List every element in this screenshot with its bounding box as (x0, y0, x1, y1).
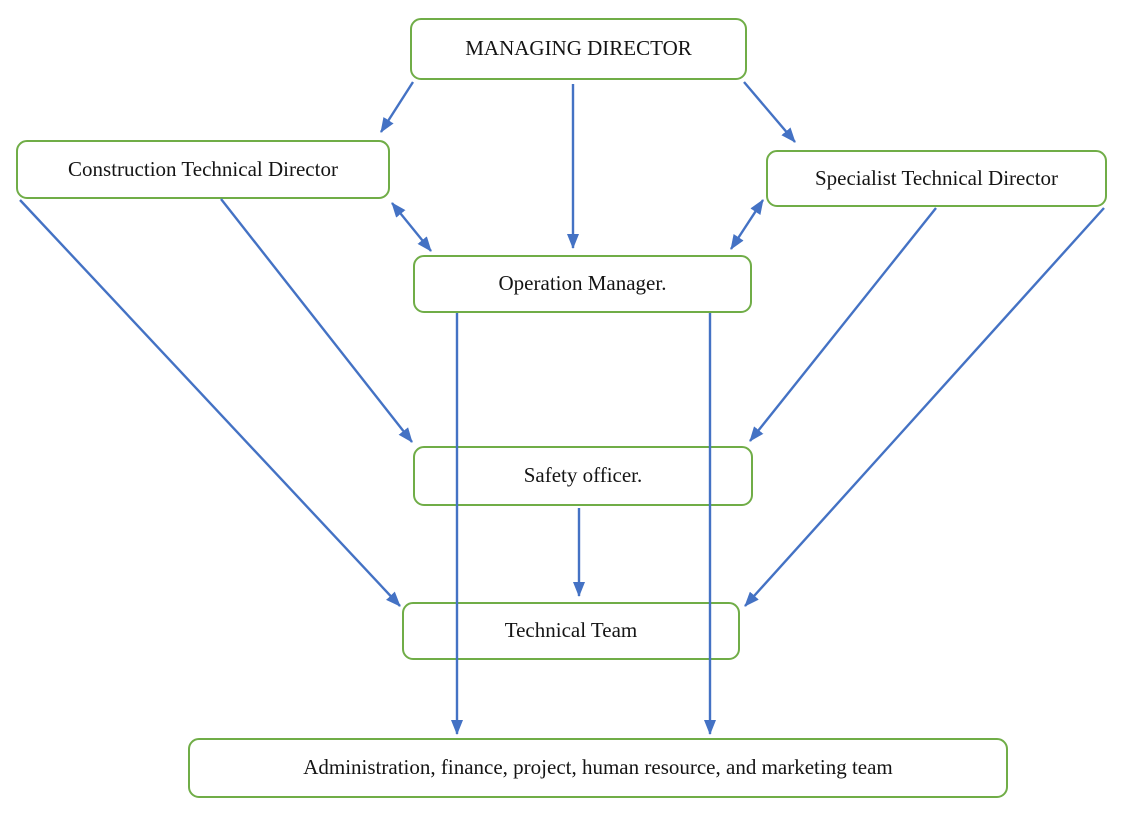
connector-md-to-std (743, 81, 796, 143)
node-safety-officer: Safety officer. (413, 446, 753, 506)
connector-ctd-to-safety (220, 198, 413, 443)
node-managing-director-label: MANAGING DIRECTOR (465, 36, 692, 61)
node-operation-manager-label: Operation Manager. (498, 271, 667, 296)
node-admin-team: Administration, finance, project, human … (188, 738, 1008, 798)
node-specialist-technical-director: Specialist Technical Director (766, 150, 1107, 207)
node-managing-director: MANAGING DIRECTOR (410, 18, 747, 80)
node-construction-technical-director-label: Construction Technical Director (68, 156, 338, 181)
connector-md-to-ctd (379, 81, 415, 133)
connector-std-to-technical-team (744, 207, 1105, 607)
node-construction-technical-director: Construction Technical Director (16, 140, 390, 199)
node-operation-manager: Operation Manager. (413, 255, 752, 313)
connector-std-om-two-way (729, 199, 765, 250)
node-specialist-technical-director-label: Specialist Technical Director (814, 165, 1059, 190)
connector-std-to-safety (749, 207, 937, 442)
node-safety-officer-label: Safety officer. (523, 463, 643, 488)
connector-ctd-om-two-way (391, 202, 432, 252)
node-admin-team-label: Administration, finance, project, human … (303, 755, 893, 780)
node-technical-team-label: Technical Team (504, 618, 638, 643)
connector-ctd-to-technical-team (19, 199, 401, 607)
node-technical-team: Technical Team (402, 602, 740, 660)
